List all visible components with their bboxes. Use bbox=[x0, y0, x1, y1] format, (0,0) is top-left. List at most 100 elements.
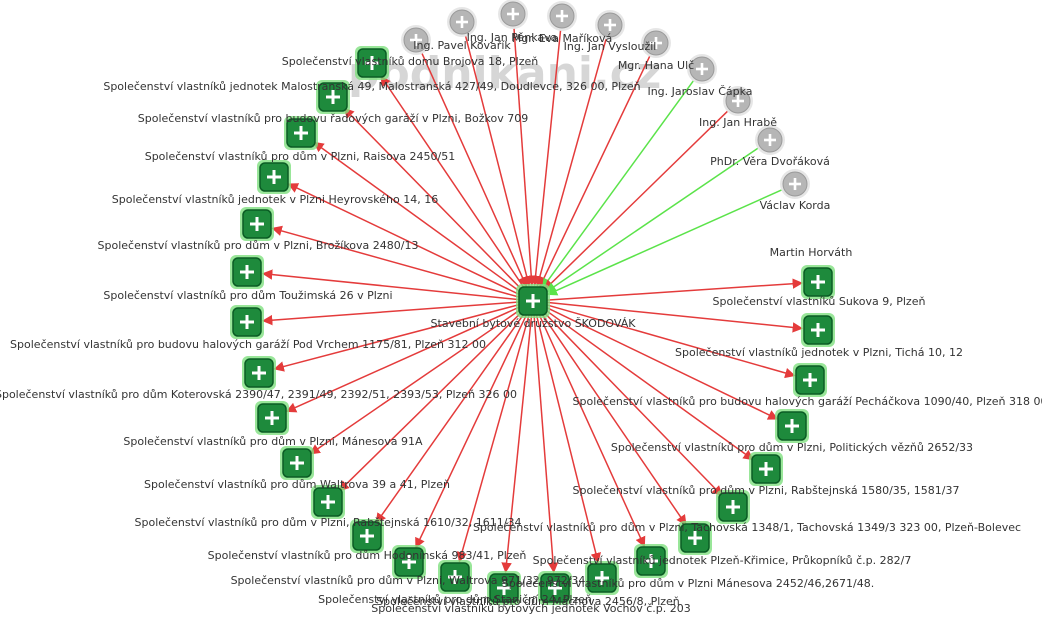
person-node[interactable] bbox=[755, 125, 785, 155]
person-node[interactable] bbox=[641, 28, 671, 58]
person-node[interactable] bbox=[498, 0, 528, 29]
plus-icon bbox=[726, 500, 740, 514]
edge-company-5 bbox=[261, 269, 520, 301]
plus-icon bbox=[294, 126, 308, 140]
company-label: Společenství vlastníků jednotek Plzeň-Kř… bbox=[533, 554, 912, 567]
plus-icon bbox=[321, 495, 335, 509]
plus-icon bbox=[785, 419, 799, 433]
person-label: Ing. Jaroslav Čápka bbox=[647, 85, 752, 98]
edge-company-17 bbox=[538, 313, 646, 548]
edge-company-3 bbox=[287, 183, 521, 296]
plus-icon bbox=[764, 134, 776, 146]
company-node[interactable] bbox=[716, 490, 750, 524]
edge-person-3 bbox=[530, 29, 562, 287]
company-label: Společenství vlastníků jednotek Malostra… bbox=[103, 80, 640, 93]
company-node[interactable] bbox=[230, 255, 264, 289]
company-node[interactable] bbox=[350, 519, 384, 553]
company-label: Společenství vlastníků pro dům Toužimská… bbox=[103, 289, 392, 302]
company-node[interactable] bbox=[242, 356, 276, 390]
company-label: Společenství vlastníků pro dům v Plzni, … bbox=[135, 516, 522, 529]
company-node[interactable] bbox=[257, 160, 291, 194]
edge-company-20 bbox=[543, 308, 754, 461]
company-node[interactable] bbox=[538, 571, 572, 605]
plus-icon bbox=[497, 581, 511, 595]
person-node[interactable] bbox=[780, 169, 810, 199]
plus-icon bbox=[507, 8, 519, 20]
company-node[interactable] bbox=[678, 521, 712, 555]
plus-icon bbox=[326, 90, 340, 104]
edge-company-22 bbox=[546, 304, 796, 379]
edge-company-12 bbox=[415, 313, 528, 549]
plus-icon bbox=[644, 554, 658, 568]
plus-icon bbox=[526, 294, 540, 308]
company-node[interactable] bbox=[487, 571, 521, 605]
company-node[interactable] bbox=[392, 545, 426, 579]
plus-icon bbox=[250, 217, 264, 231]
edge-company-16 bbox=[535, 314, 601, 564]
company-label: Společenství vlastníků pro dům v Plzni, … bbox=[98, 239, 419, 252]
company-label: Společenství vlastníků pro budovu řadový… bbox=[138, 112, 529, 125]
company-label: Společenství vlastníků pro dům v Plzni, … bbox=[145, 150, 456, 163]
nodes bbox=[230, 0, 835, 605]
plus-icon bbox=[811, 323, 825, 337]
company-node[interactable] bbox=[634, 544, 668, 578]
person-label: Václav Korda bbox=[760, 199, 831, 212]
plus-icon bbox=[548, 581, 562, 595]
person-label: Mgr. Hana Ulč bbox=[618, 59, 694, 72]
edge-person-9 bbox=[546, 189, 783, 296]
company-node[interactable] bbox=[230, 305, 264, 339]
node-labels: Společenství vlastníků domu Brojova 18, … bbox=[0, 31, 1042, 615]
company-label: Společenství vlastníků bytových jednotek… bbox=[371, 602, 691, 615]
company-node[interactable] bbox=[316, 80, 350, 114]
edge-company-7 bbox=[273, 303, 520, 372]
person-label: Ing. Jan Hrabě bbox=[699, 116, 777, 129]
company-label: Společenství vlastníků jednotek v Plzni … bbox=[112, 193, 438, 206]
person-label: Martin Horváth bbox=[770, 246, 853, 259]
person-node[interactable] bbox=[401, 25, 431, 55]
company-node[interactable] bbox=[355, 46, 389, 80]
center-node[interactable] bbox=[516, 284, 550, 318]
edge-company-2 bbox=[313, 141, 523, 294]
company-node[interactable] bbox=[255, 401, 289, 435]
company-label: Společenství vlastníků domu Brojova 18, … bbox=[282, 55, 538, 68]
edge-person-7 bbox=[543, 110, 729, 291]
plus-icon bbox=[732, 95, 744, 107]
company-label: Společenství vlastníků pro dům v Plzni, … bbox=[123, 435, 423, 448]
edge-company-6 bbox=[261, 301, 520, 326]
company-node[interactable] bbox=[775, 409, 809, 443]
company-node[interactable] bbox=[284, 116, 318, 150]
edge-person-5 bbox=[539, 55, 651, 288]
edge-person-8 bbox=[545, 147, 759, 293]
plus-icon bbox=[811, 275, 825, 289]
person-node[interactable] bbox=[687, 54, 717, 84]
edge-company-0 bbox=[380, 75, 526, 290]
plus-icon bbox=[240, 265, 254, 279]
company-node[interactable] bbox=[585, 561, 619, 595]
edge-company-19 bbox=[542, 310, 723, 497]
company-node[interactable] bbox=[240, 207, 274, 241]
person-label: Ing. Jan Pěnkava bbox=[467, 31, 558, 44]
company-node[interactable] bbox=[749, 452, 783, 486]
company-label: Společenství vlastníků pro budovu halový… bbox=[573, 395, 1042, 408]
company-label: Společenství vlastníků pro budovu halový… bbox=[10, 338, 486, 351]
plus-icon bbox=[290, 456, 304, 470]
person-node[interactable] bbox=[723, 86, 753, 116]
person-label: PhDr. Věra Dvořáková bbox=[710, 155, 830, 168]
edge-company-15 bbox=[533, 314, 559, 574]
plus-icon bbox=[365, 56, 379, 70]
plus-icon bbox=[759, 462, 773, 476]
company-node[interactable] bbox=[280, 446, 314, 480]
person-node[interactable] bbox=[595, 10, 625, 40]
company-node[interactable] bbox=[793, 363, 827, 397]
company-node[interactable] bbox=[438, 560, 472, 594]
company-node[interactable] bbox=[801, 313, 835, 347]
company-node[interactable] bbox=[801, 265, 835, 299]
company-node[interactable] bbox=[311, 485, 345, 519]
person-node[interactable] bbox=[547, 1, 577, 31]
edge-company-24 bbox=[546, 278, 804, 301]
plus-icon bbox=[265, 411, 279, 425]
company-label: Společenství vlastníků pro dům v Plzni, … bbox=[573, 484, 960, 497]
company-label: Společenství vlastníků pro dům Máchova 2… bbox=[376, 595, 680, 608]
person-node[interactable] bbox=[447, 7, 477, 37]
